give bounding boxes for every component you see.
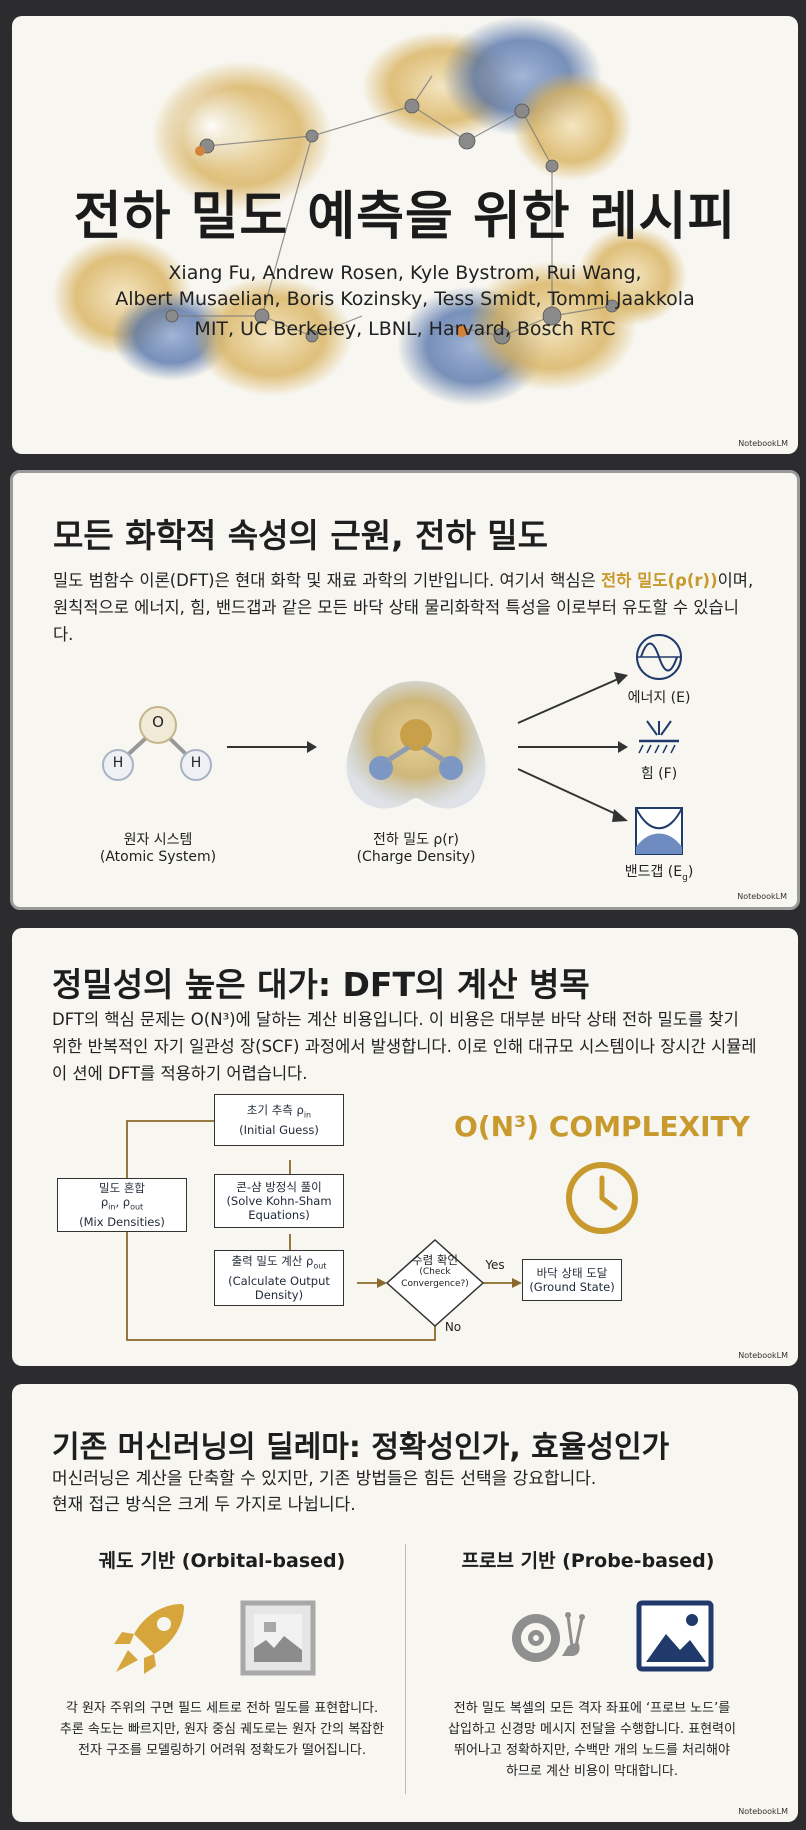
initial-guess-ko: 초기 추측 ρin [247, 1103, 311, 1122]
bandgap-sub: g [682, 872, 688, 883]
molecule-density-illustration [52, 16, 687, 406]
authors-line-2: Albert Musaelian, Boris Kozinsky, Tess S… [115, 288, 695, 310]
kohn-sham-box: 콘-샴 방정식 풀이 (Solve Kohn-Sham Equations) [214, 1174, 344, 1228]
output-density-en-2: Density) [254, 1287, 304, 1302]
mix-densities-box: 밀도 혼합 ρin, ρout (Mix Densities) [57, 1178, 187, 1232]
rocket-icon [114, 1604, 184, 1674]
slide2-paragraph: 밀도 범함수 이론(DFT)은 현대 화학 및 재료 과학의 기반입니다. 여기… [53, 567, 757, 648]
output-density-box: 출력 밀도 계산 ρout (Calculate Output Density) [214, 1250, 344, 1306]
slide4-title: 기존 머신러닝의 딜레마: 정확성인가, 효율성인가 [52, 1430, 670, 1465]
bandgap-icon [635, 807, 683, 855]
broken-image-icon [240, 1600, 316, 1676]
mix-densities-formula: ρin, ρout [101, 1195, 143, 1214]
slide2-para-text-end: 이며, 원칙적으로 에너지, 힘, 밴드갭과 같은 모든 바닥 상태 물리화학적… [53, 571, 754, 644]
mix-densities-ko: 밀도 혼합 [99, 1181, 145, 1196]
slide-ml-dilemma: 기존 머신러닝의 딜레마: 정확성인가, 효율성인가 머신러닝은 계산을 단축할… [12, 1384, 798, 1822]
force-label: 힘 (F) [640, 766, 678, 782]
output-density-sub: out [313, 1261, 327, 1271]
check-convergence-label: 수렴 확인 (Check Convergence?) [387, 1254, 483, 1290]
bandgap-text: 밴드갭 (E [624, 864, 683, 880]
probe-based-description: 전하 밀도 복셀의 모든 격자 좌표에 ‘프로브 노드’를 삽입하고 신경망 메… [432, 1698, 752, 1782]
mix-sub-in: in [108, 1202, 116, 1212]
mix-rho: ρ [100, 1195, 109, 1210]
image-icon [636, 1600, 714, 1672]
notebooklm-brand: NotebookLM [737, 892, 787, 901]
output-density-ko: 출력 밀도 계산 ρout [232, 1254, 327, 1273]
probe-desc-line-1: 전하 밀도 복셀의 모든 격자 좌표에 ‘프로브 노드’를 [453, 1701, 731, 1716]
atom-h-label-right: H [190, 755, 202, 771]
arrow-right-icon [227, 741, 317, 753]
orbital-desc-line-2: 추론 속도는 빠르지만, 원자 중심 궤도로는 원자 간의 복잡한 [59, 1722, 385, 1737]
column-divider [405, 1544, 406, 1794]
probe-desc-line-2: 삽입하고 신경망 메시지 전달을 수행합니다. 표현력이 [448, 1722, 736, 1737]
kohn-sham-en-1: (Solve Kohn-Sham [226, 1194, 332, 1208]
orbital-based-heading: 궤도 기반 (Orbital-based) [98, 1550, 346, 1572]
slide3-title: 정밀성의 높은 대가: DFT의 계산 병목 [52, 965, 590, 1004]
check-convergence-en-1: (Check [419, 1267, 451, 1277]
check-convergence-en-2: Convergence?) [401, 1279, 469, 1289]
orbital-based-description: 각 원자 주위의 구면 필드 세트로 전하 밀도를 표현합니다. 추론 속도는 … [52, 1698, 392, 1761]
kohn-sham-ko: 콘-샴 방정식 풀이 [236, 1180, 322, 1194]
yes-label: Yes [485, 1258, 505, 1272]
initial-guess-sub: in [303, 1110, 312, 1120]
orbital-desc-line-3: 전자 구조를 모델링하기 어려워 정확도가 떨어집니다. [78, 1743, 366, 1758]
slide3-paragraph: DFT의 핵심 문제는 O(N³)에 달하는 계산 비용입니다. 이 비용은 대… [52, 1010, 757, 1083]
probe-based-heading: 프로브 기반 (Probe-based) [461, 1550, 715, 1572]
slide4-para-1: 머신러닝은 계산을 단축할 수 있지만, 기존 방법들은 힘든 선택을 강요합니… [52, 1469, 597, 1489]
scf-flow-arrows [122, 1116, 522, 1341]
snail-icon [510, 1612, 585, 1662]
slide2-para-text: 밀도 범함수 이론(DFT)은 현대 화학 및 재료 과학의 기반입니다. 여기… [53, 571, 602, 590]
notebooklm-brand: NotebookLM [738, 1351, 788, 1360]
slide4-para-2: 현재 접근 방식은 크게 두 가지로 나뉩니다. [52, 1495, 356, 1515]
atomic-system-label-ko: 원자 시스템 [123, 832, 193, 848]
charge-density-label-en: (Charge Density) [356, 849, 476, 865]
charge-density-label-ko: 전하 밀도 ρ(r) [373, 832, 459, 848]
notebooklm-brand: NotebookLM [738, 439, 788, 448]
water-molecule-icon [102, 706, 212, 781]
output-density-en-1: (Calculate Output [228, 1273, 330, 1288]
bandgap-label: 밴드갭 (Eg) [609, 861, 709, 883]
slide-dft-bottleneck: 정밀성의 높은 대가: DFT의 계산 병목 DFT의 핵심 문제는 O(N³)… [12, 928, 798, 1366]
charge-density-highlight: 전하 밀도(ρ(r)) [601, 571, 718, 590]
kohn-sham-en-2: Equations) [248, 1208, 310, 1222]
probe-desc-line-4: 하므로 계산 비용이 막대합니다. [505, 1764, 678, 1779]
energy-label: 에너지 (E) [627, 690, 691, 706]
mix-sub-out: out [130, 1202, 144, 1212]
initial-guess-box: 초기 추측 ρin (Initial Guess) [214, 1094, 344, 1146]
atom-o-label: O [152, 713, 164, 731]
arrows-to-properties [517, 672, 628, 822]
initial-guess-en: (Initial Guess) [239, 1122, 319, 1137]
atomic-system-label-en: (Atomic System) [99, 849, 217, 865]
clock-icon [566, 1162, 638, 1234]
orbital-desc-line-1: 각 원자 주위의 구면 필드 세트로 전하 밀도를 표현합니다. [65, 1701, 379, 1716]
no-label: No [444, 1320, 462, 1334]
energy-wave-icon [636, 634, 682, 680]
slide2-title: 모든 화학적 속성의 근원, 전하 밀도 [53, 516, 549, 555]
atom-h-label-left: H [112, 755, 124, 771]
slide-charge-density: 모든 화학적 속성의 근원, 전하 밀도 밀도 범함수 이론(DFT)은 현대 … [10, 470, 800, 910]
affiliations: MIT, UC Berkeley, LBNL, Harvard, Bosch R… [194, 318, 616, 340]
output-density-ko-text: 출력 밀도 계산 ρ [231, 1254, 314, 1269]
check-convergence-ko: 수렴 확인 [412, 1253, 458, 1267]
bandgap-close: ) [687, 864, 694, 880]
complexity-heading: O(N³) COMPLEXITY [454, 1110, 750, 1143]
authors-line-1: Xiang Fu, Andrew Rosen, Kyle Bystrom, Ru… [168, 262, 642, 284]
slide-title: 전하 밀도 예측을 위한 레시피 Xiang Fu, Andrew Rosen,… [12, 16, 798, 454]
initial-guess-ko-text: 초기 추측 ρ [246, 1103, 304, 1118]
charge-density-blob-icon [346, 681, 486, 809]
ground-state-en: (Ground State) [529, 1280, 615, 1294]
ground-state-ko: 바닥 상태 도달 [536, 1266, 608, 1280]
force-arrows-icon [638, 720, 679, 754]
probe-desc-line-3: 뛰어나고 정확하지만, 수백만 개의 노드를 처리해야 [454, 1743, 730, 1758]
notebooklm-brand: NotebookLM [738, 1807, 788, 1816]
presentation-title: 전하 밀도 예측을 위한 레시피 [73, 187, 737, 247]
mix-densities-en: (Mix Densities) [79, 1214, 165, 1229]
mix-comma: , ρ [115, 1195, 131, 1210]
ground-state-box: 바닥 상태 도달 (Ground State) [522, 1259, 622, 1301]
